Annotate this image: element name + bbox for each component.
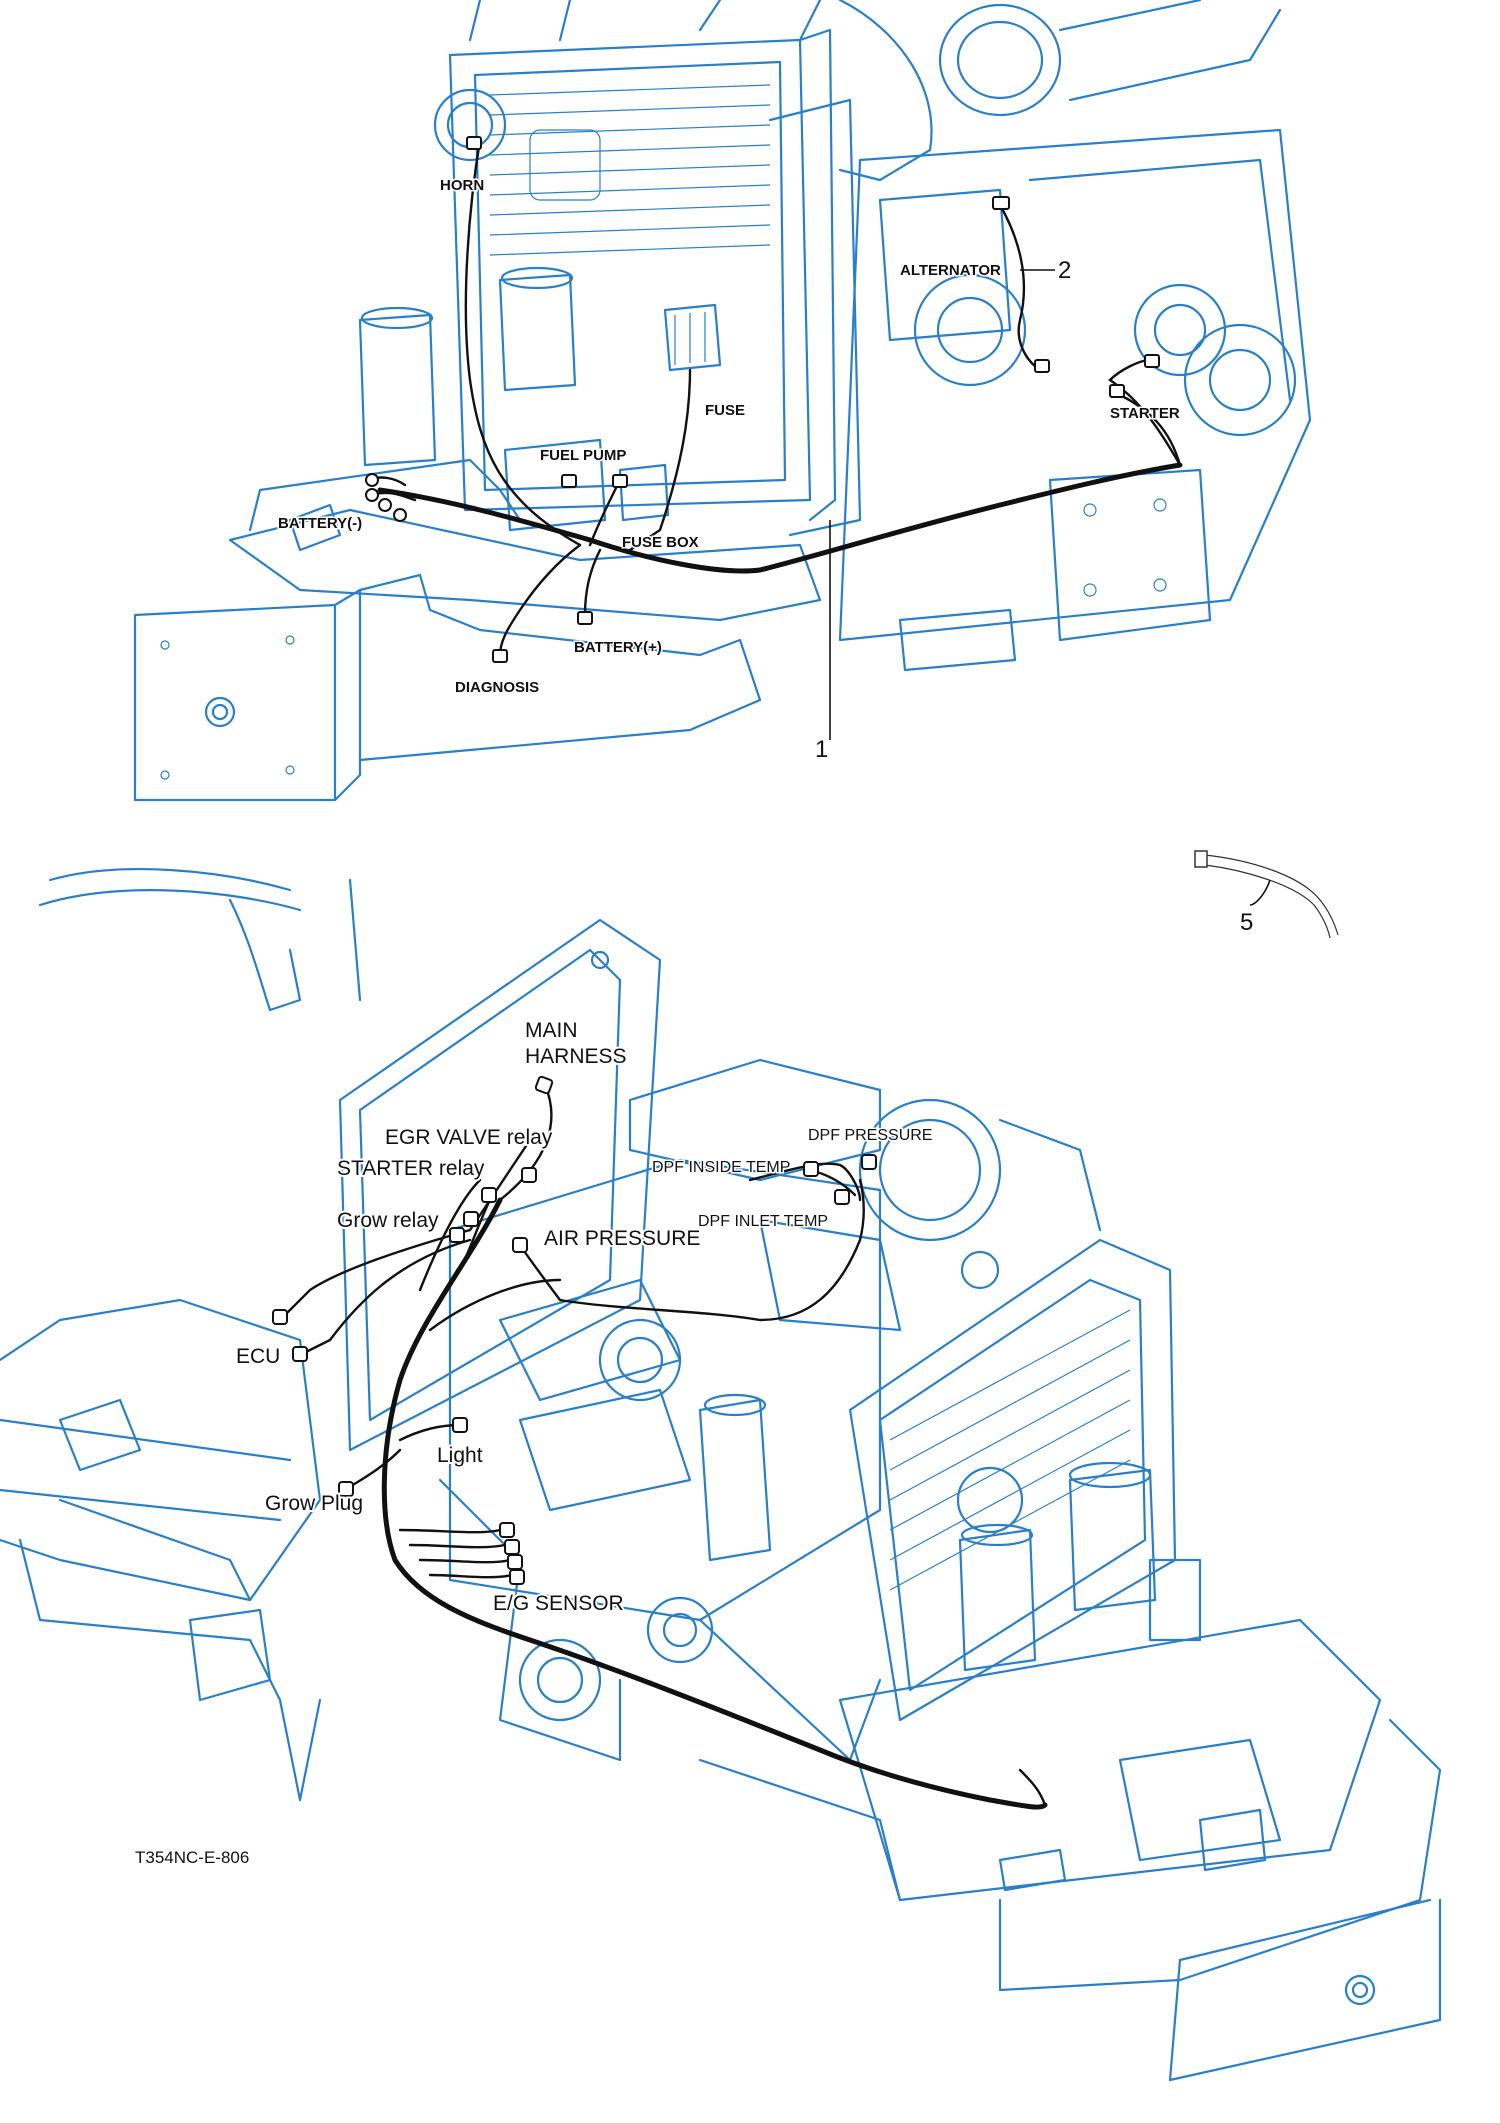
label-fuse-box: FUSE BOX (622, 534, 699, 551)
label-starter: STARTER (1110, 405, 1180, 422)
label-battery-neg: BATTERY(-) (278, 515, 362, 532)
top-main-harness (365, 136, 1183, 740)
label-dpf-inside-temp: DPF INSIDE TEMP (652, 1159, 790, 1176)
label-ecu: ECU (236, 1345, 280, 1368)
label-diagnosis: DIAGNOSIS (455, 679, 539, 696)
label-egr-valve-relay: EGR VALVE relay (385, 1126, 553, 1149)
label-alternator: ALTERNATOR (900, 262, 1001, 279)
label-fuel-pump: FUEL PUMP (540, 447, 626, 464)
bottom-main-harness (272, 1075, 1048, 1810)
label-horn: HORN (440, 177, 484, 194)
bottom-labels: MAIN HARNESS EGR VALVE relay STARTER rel… (234, 1017, 934, 1617)
label-dpf-inlet-temp: DPF INLET TEMP (698, 1213, 828, 1230)
label-battery-pos: BATTERY(+) (574, 639, 662, 656)
top-labels: HORN ALTERNATOR FUSE FUEL PUMP STARTER B… (277, 176, 1182, 764)
callout-part-5: 5 (1240, 909, 1253, 936)
bottom-engine-drawing (0, 868, 1442, 2082)
label-air-pressure: AIR PRESSURE (544, 1227, 700, 1250)
part-5-cable-tie: 5 (1194, 850, 1339, 939)
callout-part-2: 2 (1058, 257, 1071, 284)
label-fuse: FUSE (705, 402, 745, 419)
label-starter-relay: STARTER relay (337, 1157, 485, 1180)
label-grow-plug: Grow Plug (265, 1492, 363, 1515)
label-main-harness-line1: MAIN (525, 1019, 578, 1042)
label-light: Light (437, 1444, 483, 1467)
label-main-harness-line2: HARNESS (525, 1045, 627, 1068)
callout-part-1: 1 (815, 736, 828, 763)
label-eg-sensor: E/G SENSOR (493, 1592, 624, 1615)
top-engine-drawing (133, 0, 1312, 802)
label-grow-relay: Grow relay (337, 1209, 439, 1232)
label-dpf-pressure: DPF PRESSURE (808, 1127, 932, 1144)
figure-code: T354NC-E-806 (135, 1848, 249, 1867)
